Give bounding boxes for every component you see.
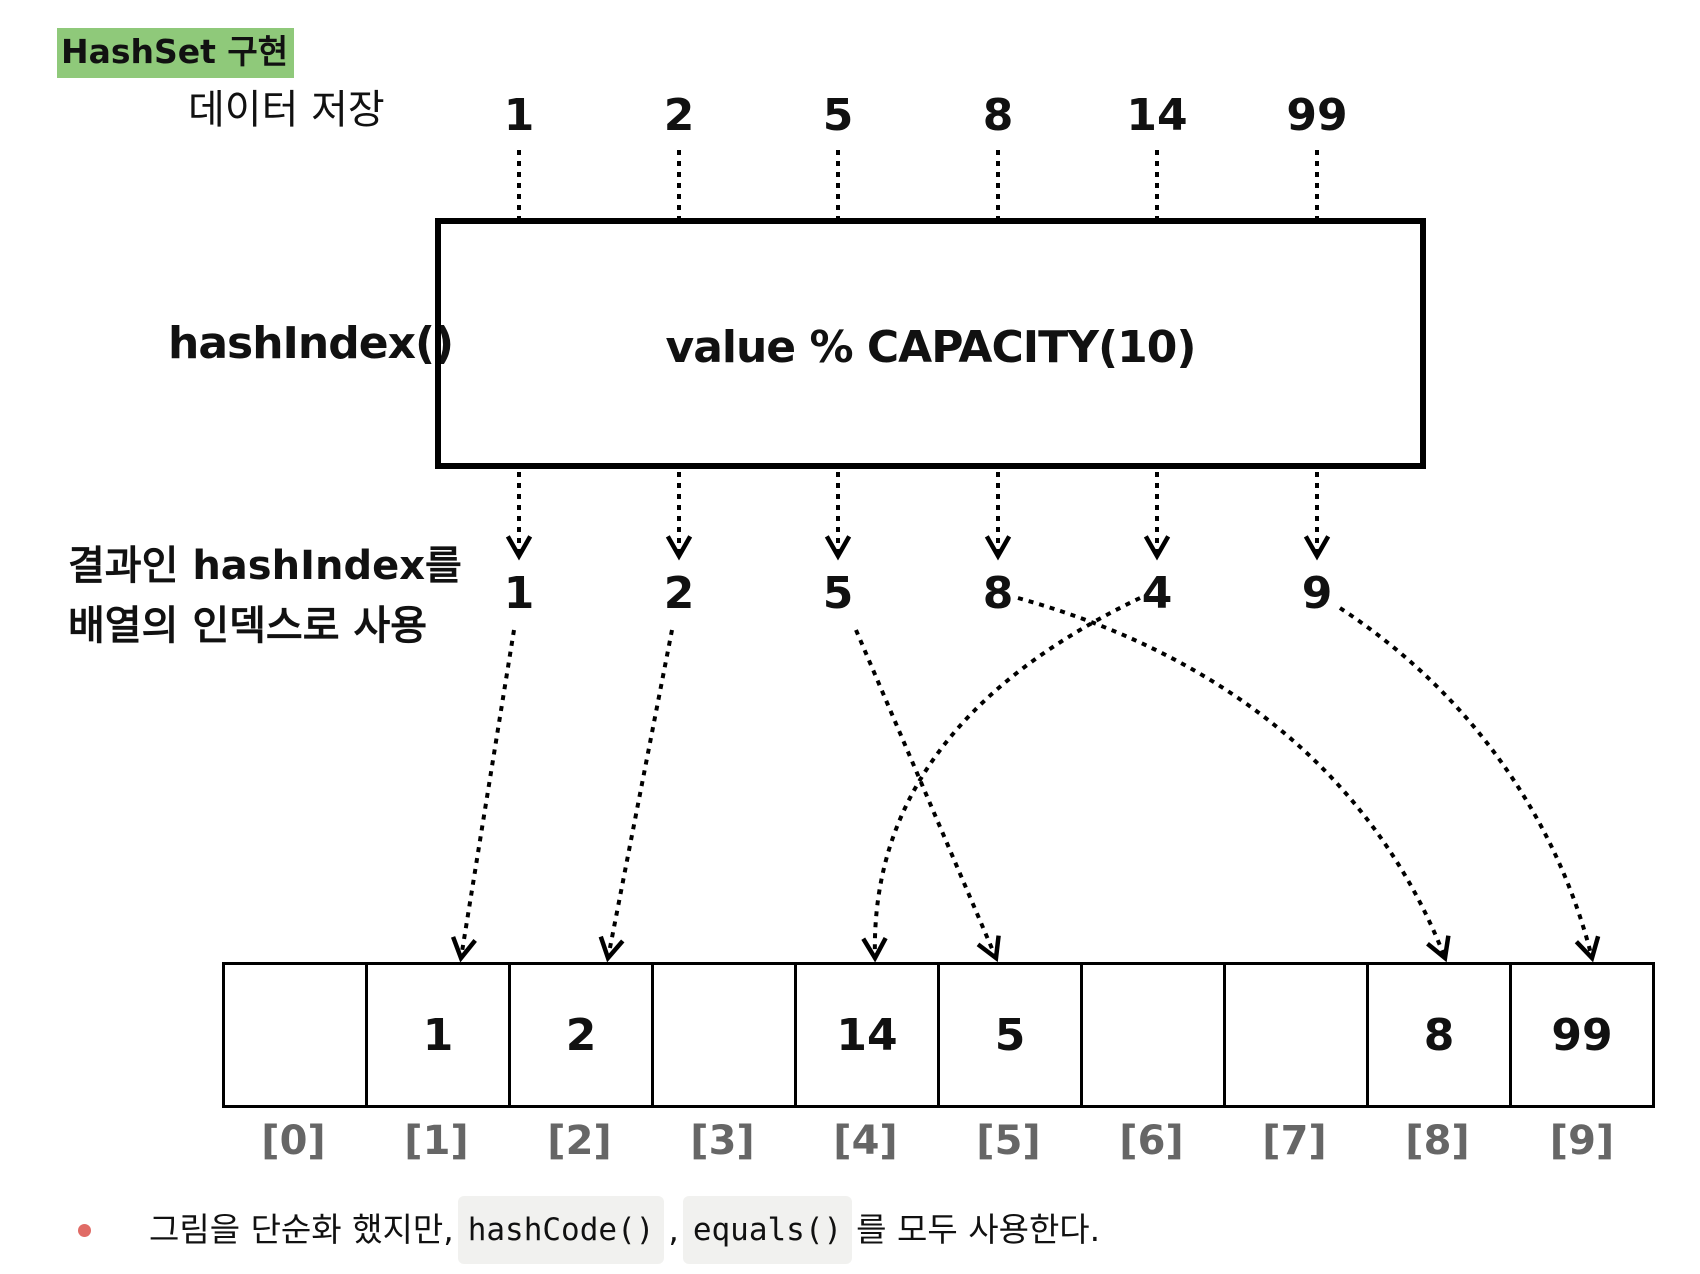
- bucket-index-label: [4]: [833, 1118, 898, 1164]
- hash-expression: value % CAPACITY(10): [665, 322, 1197, 373]
- bucket-cell: 5: [937, 962, 1083, 1108]
- note-suffix: 를 모두 사용한다.: [856, 1210, 1101, 1249]
- bucket-index-label: [8]: [1405, 1118, 1470, 1164]
- bucket-arrow-9: [1338, 606, 1601, 963]
- bucket-cell: 99: [1509, 962, 1655, 1108]
- hash-function-label: hashIndex(): [168, 318, 454, 369]
- bucket-index-label: [9]: [1549, 1118, 1615, 1164]
- bucket-index-label: [6]: [1119, 1118, 1184, 1164]
- bucket-cell: 8: [1366, 962, 1512, 1108]
- result-label-line2: 배열의 인덱스로 사용: [68, 603, 428, 649]
- code-hashcode: hashCode(): [457, 1196, 665, 1264]
- bucket-array: 1 2 14 5 8 99: [222, 962, 1655, 1108]
- hash-function-box: value % CAPACITY(10): [435, 218, 1426, 469]
- input-value: 99: [1286, 90, 1348, 141]
- bucket-index-label: [0]: [261, 1118, 326, 1164]
- bucket-index-label: [7]: [1262, 1118, 1327, 1164]
- input-value: 1: [503, 90, 535, 141]
- hash-index-value: 1: [503, 568, 535, 619]
- hash-index-value: 8: [982, 568, 1014, 619]
- hash-index-value: 4: [1141, 568, 1173, 619]
- bucket-cell: 1: [365, 962, 511, 1108]
- result-label: 결과인 hashIndex를 배열의 인덱스로 사용: [68, 536, 462, 656]
- bucket-index-label: [1]: [404, 1118, 469, 1164]
- bucket-arrow-5: [854, 629, 1001, 963]
- bucket-cell: 2: [508, 962, 654, 1108]
- bucket-cell: [222, 962, 368, 1108]
- bucket-index-label: [3]: [690, 1118, 755, 1164]
- bucket-arrow-1: [450, 629, 516, 963]
- bucket-index-row: [0] [1] [2] [3] [4] [5] [6] [7] [8] [9]: [222, 1118, 1655, 1164]
- section-heading: HashSet 구현: [57, 28, 295, 78]
- result-label-line1: 결과인 hashIndex를: [68, 543, 462, 589]
- bucket-arrow-8: [1017, 596, 1451, 963]
- hash-index-value: 9: [1301, 568, 1333, 619]
- input-value: 14: [1126, 90, 1188, 141]
- bucket-cell: [651, 962, 797, 1108]
- bucket-cell: [1080, 962, 1226, 1108]
- hash-index-value: 2: [663, 568, 695, 619]
- code-equals: equals(): [682, 1196, 853, 1264]
- store-label: 데이터 저장: [188, 87, 385, 133]
- bucket-arrow-2: [598, 629, 674, 963]
- note-list-item: 그림을 단순화 했지만, hashCode(), equals()를 모두 사용…: [78, 1196, 1100, 1264]
- bucket-cell: [1223, 962, 1369, 1108]
- bucket-arrow-4: [861, 596, 1141, 963]
- bucket-cell: 14: [794, 962, 940, 1108]
- bullet-icon: [78, 1223, 91, 1237]
- input-value: 8: [982, 90, 1014, 141]
- note-prefix: 그림을 단순화 했지만,: [149, 1210, 454, 1249]
- hash-index-value: 5: [822, 568, 854, 619]
- input-value: 5: [822, 90, 854, 141]
- bucket-index-label: [2]: [547, 1118, 612, 1164]
- bucket-index-label: [5]: [976, 1118, 1041, 1164]
- note-separator: ,: [668, 1210, 679, 1249]
- input-value: 2: [663, 90, 695, 141]
